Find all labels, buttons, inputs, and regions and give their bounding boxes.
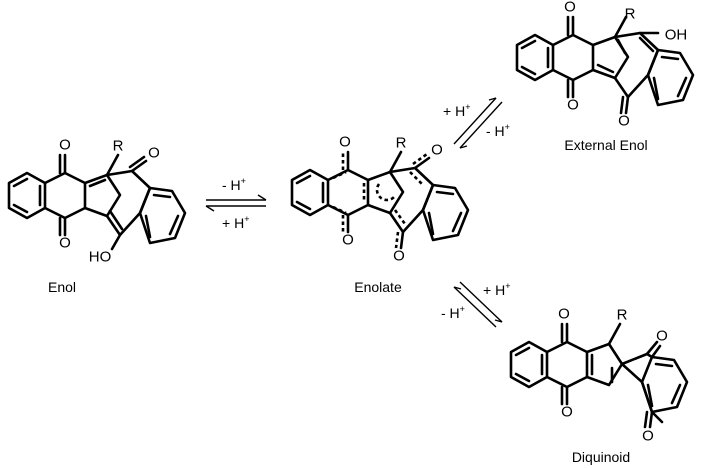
label-diquinoid: Diquinoid	[572, 449, 630, 465]
equilibrium-arrow-enolate-diquinoid	[453, 281, 503, 328]
condition-enolate-diquinoid-top: + H+	[483, 281, 510, 298]
enol-oxygen-bottom: O	[59, 235, 71, 252]
diquinoid-oxygen-lower: O	[642, 428, 654, 445]
enol-substituent: R	[113, 138, 124, 155]
molecule-enol: O O O R HO	[7, 137, 187, 266]
equilibrium-arrow-enolate-external-enol	[453, 97, 503, 149]
enolate-substituent: R	[396, 135, 407, 152]
external-enol-oxygen-lower: O	[618, 113, 630, 130]
label-enolate: Enolate	[354, 279, 402, 295]
diquinoid-oxygen-right: O	[656, 328, 668, 345]
enolate-oxygen-top: O	[339, 134, 351, 151]
label-enol: Enol	[48, 279, 76, 295]
external-enol-hydroxyl: OH	[665, 27, 688, 44]
label-external-enol: External Enol	[564, 137, 647, 153]
enol-oxygen-top: O	[59, 137, 71, 154]
equilibrium-arrow-enol-enolate	[205, 194, 267, 212]
diquinoid-substituent: R	[617, 307, 628, 324]
condition-enolate-external-top: + H+	[443, 102, 470, 119]
external-enol-oxygen-bottom: O	[567, 97, 579, 114]
condition-enolate-external-bottom: - H+	[486, 122, 510, 139]
molecule-external-enol: O O O R OH	[515, 0, 695, 130]
enolate-oxygen-bottom: O	[342, 232, 354, 249]
molecule-diquinoid: O O O O R	[509, 306, 689, 445]
diquinoid-oxygen-top: O	[558, 306, 570, 323]
enolate-oxygen-right: O	[431, 142, 443, 159]
diquinoid-oxygen-bottom: O	[561, 404, 573, 421]
enol-oxygen-right: O	[148, 145, 160, 162]
external-enol-substituent: R	[625, 6, 636, 23]
enol-hydroxyl: HO	[89, 249, 112, 266]
condition-enolate-diquinoid-bottom: - H+	[441, 304, 465, 321]
enolate-oxygen-lower: O	[393, 248, 405, 265]
condition-enol-enolate-bottom: + H+	[222, 214, 249, 231]
molecule-enolate: O O O O R	[290, 134, 470, 265]
external-enol-oxygen-top: O	[564, 0, 576, 16]
condition-enol-enolate-top: - H+	[222, 176, 246, 193]
